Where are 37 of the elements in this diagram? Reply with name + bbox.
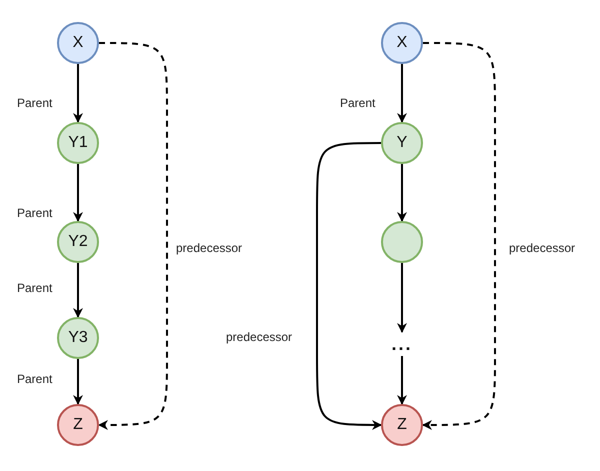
arrow bbox=[73, 64, 83, 123]
node-circle bbox=[57, 317, 99, 359]
edge-label: Parent bbox=[17, 96, 52, 110]
arrow bbox=[397, 356, 407, 405]
edge-label: Parent bbox=[340, 96, 376, 110]
arrow bbox=[73, 359, 83, 405]
node-circle bbox=[381, 404, 423, 446]
arrow bbox=[397, 64, 407, 123]
dashed-arrow bbox=[422, 42, 496, 430]
edge-label: predecessor bbox=[509, 241, 576, 255]
edge-label: predecessor bbox=[176, 241, 242, 255]
node-label: Y bbox=[396, 134, 408, 152]
node-circle bbox=[57, 122, 99, 164]
edge-label: Parent bbox=[17, 372, 52, 386]
node-label: X bbox=[396, 34, 408, 52]
arrow bbox=[73, 164, 83, 222]
node-label: Z bbox=[397, 416, 407, 434]
arrow bbox=[397, 164, 407, 222]
node-circle bbox=[57, 404, 99, 446]
edge-label: Parent bbox=[17, 281, 52, 295]
node-circle bbox=[381, 122, 423, 164]
edge-label: Parent bbox=[17, 206, 52, 220]
node-label: Y3 bbox=[68, 329, 88, 347]
node-circle bbox=[381, 221, 423, 263]
node-circle bbox=[57, 221, 99, 263]
node-label: Y1 bbox=[68, 134, 88, 152]
edge-label: predecessor bbox=[226, 330, 292, 344]
dashed-arrow bbox=[98, 42, 168, 430]
node-label: Y2 bbox=[68, 233, 88, 251]
node-label: X bbox=[72, 34, 84, 52]
node-label: Z bbox=[73, 416, 83, 434]
node-circle bbox=[381, 22, 423, 64]
arrow bbox=[397, 263, 407, 333]
node-circle bbox=[57, 22, 99, 64]
ellipsis-text: ... bbox=[391, 334, 412, 354]
arrow bbox=[73, 263, 83, 318]
arrow bbox=[316, 142, 382, 430]
